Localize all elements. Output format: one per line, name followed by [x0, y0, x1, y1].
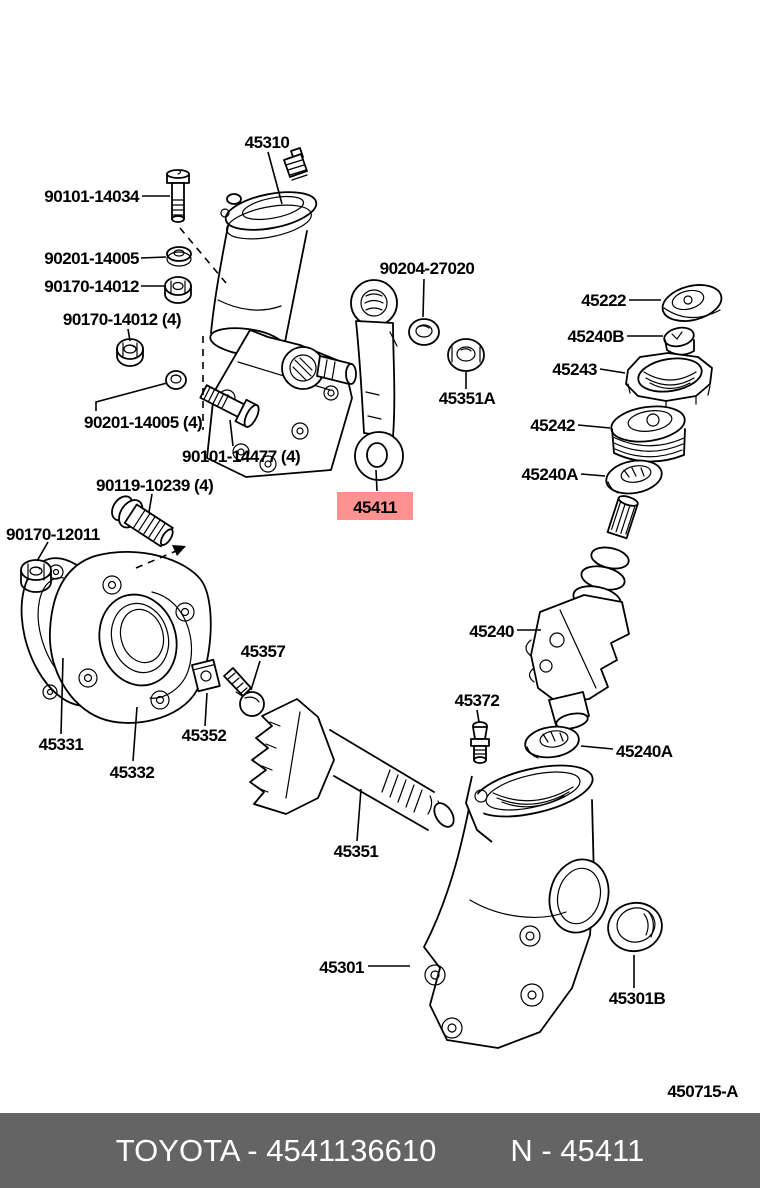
- lock-washer-drawing: [408, 318, 440, 346]
- nut-90201-14005-4-drawing: [165, 370, 187, 390]
- part-label-90201-14005-4[interactable]: 90201-14005 (4): [84, 413, 203, 432]
- worm-valve-assembly-drawing: [525, 495, 639, 730]
- assembly-dashed-lines: [135, 227, 227, 569]
- part-label-45411-highlighted[interactable]: 45411: [353, 498, 397, 517]
- part-label-90101-14477-4[interactable]: 90101-14477 (4): [182, 447, 301, 466]
- part-label-45351A[interactable]: 45351A: [439, 389, 496, 408]
- part-label-45331[interactable]: 45331: [39, 735, 84, 754]
- sector-shaft-drawing: [235, 686, 455, 831]
- gear-housing-drawing: [423, 764, 610, 1049]
- part-label-45240A-upper[interactable]: 45240A: [521, 465, 578, 484]
- part-label-90170-12011[interactable]: 90170-12011: [6, 525, 100, 544]
- nut-90170-14012-drawing: [164, 276, 192, 304]
- part-label-45222[interactable]: 45222: [581, 291, 626, 310]
- part-label-45332[interactable]: 45332: [110, 763, 155, 782]
- part-label-90119-10239-4[interactable]: 90119-10239 (4): [96, 476, 214, 495]
- part-label-45301[interactable]: 45301: [319, 958, 364, 977]
- part-label-45242[interactable]: 45242: [530, 416, 575, 435]
- footer-bar: TOYOTA - 4541136610 N - 45411: [0, 1113, 760, 1188]
- steering-gear-assembly-drawing: [206, 147, 357, 478]
- part-label-45357[interactable]: 45357: [241, 642, 286, 661]
- end-cover-plate-drawing: [49, 551, 212, 724]
- part-label-90170-14012-4[interactable]: 90170-14012 (4): [63, 310, 182, 329]
- bearing-upper-drawing: [605, 459, 663, 495]
- diagram-code: 450715-A: [667, 1082, 738, 1101]
- bolt-90101-14477-4-drawing: [199, 384, 260, 428]
- part-label-45301B[interactable]: 45301B: [609, 989, 666, 1008]
- nut-90201-14005-drawing: [166, 246, 192, 267]
- seal-cap-drawing: [661, 284, 723, 322]
- adjusting-plug-drawing: [610, 405, 686, 463]
- part-label-90204-27020[interactable]: 90204-27020: [380, 259, 475, 278]
- part-label-45352[interactable]: 45352: [182, 726, 227, 745]
- lock-nut-ring-drawing: [625, 352, 713, 410]
- footer-brand-part-number: TOYOTA - 4541136610: [115, 1132, 437, 1168]
- part-label-90201-14005[interactable]: 90201-14005: [44, 249, 139, 268]
- part-label-45351[interactable]: 45351: [334, 842, 379, 861]
- part-label-45240B[interactable]: 45240B: [567, 327, 624, 346]
- highlight-box-45411: [337, 492, 413, 520]
- pitman-arm-nut-drawing: [447, 338, 485, 372]
- footer-catalog-part-number: N - 45411: [510, 1132, 645, 1168]
- part-label-45243[interactable]: 45243: [552, 360, 597, 379]
- part-label-45372[interactable]: 45372: [455, 691, 500, 710]
- bolt-90119-10239-4-drawing: [111, 495, 174, 548]
- grease-fitting-drawing: [470, 721, 490, 764]
- part-label-90170-14012[interactable]: 90170-14012: [44, 277, 139, 296]
- adjusting-screw-drawing: [223, 667, 265, 717]
- parts-diagram-canvas: 45310 90101-14034 90201-14005 90170-1401…: [6, 133, 739, 1101]
- part-label-90101-14034[interactable]: 90101-14034: [44, 187, 140, 206]
- part-labels: 45310 90101-14034 90201-14005 90170-1401…: [6, 133, 739, 1101]
- nut-90170-14012-4-drawing: [116, 338, 144, 367]
- leader-lines: [36, 151, 663, 988]
- part-label-45310[interactable]: 45310: [245, 133, 290, 152]
- shim-drawing: [191, 658, 221, 693]
- part-label-45240A-lower[interactable]: 45240A: [616, 742, 673, 761]
- pitman-arm-drawing: [350, 279, 404, 481]
- dust-seal-drawing: [663, 326, 695, 356]
- part-label-45240[interactable]: 45240: [469, 622, 514, 641]
- housing-oil-seal-drawing: [607, 901, 663, 953]
- bearing-lower-drawing: [524, 725, 580, 759]
- nut-90170-12011-drawing: [20, 559, 52, 593]
- bolt-90101-14034-drawing: [166, 169, 190, 223]
